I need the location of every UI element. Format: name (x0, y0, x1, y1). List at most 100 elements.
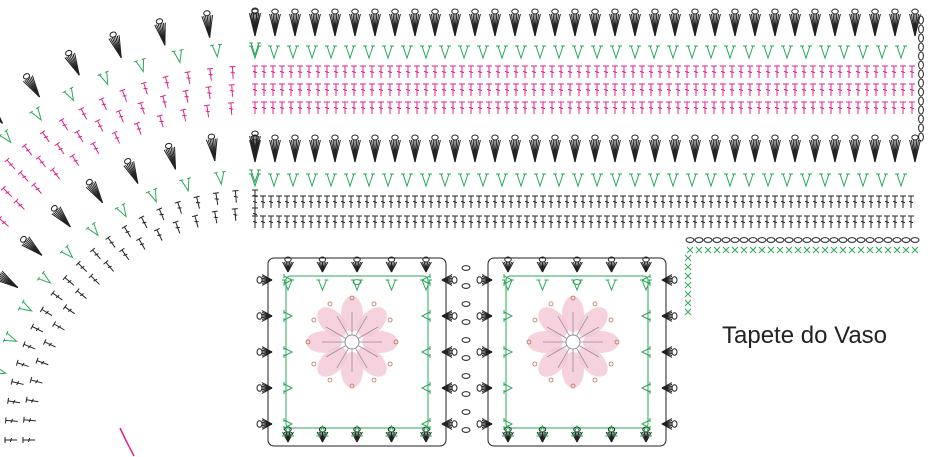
double-crochet-stitch (276, 216, 282, 228)
double-crochet-stitch (868, 216, 874, 228)
cluster-shell-stitch (670, 9, 681, 36)
double-crochet-stitch (53, 321, 66, 332)
double-crochet-stitch (468, 216, 474, 228)
double-crochet-stitch (708, 216, 714, 228)
double-crochet-stitch (836, 196, 842, 208)
double-crochet-stitch (639, 84, 645, 96)
double-crochet-stitch (693, 102, 699, 114)
double-crochet-stitch (16, 360, 29, 369)
double-crochet-stitch (356, 216, 362, 228)
double-crochet-stitch (900, 196, 906, 208)
double-crochet-stitch (138, 102, 148, 115)
v-stitch (553, 46, 565, 58)
double-crochet-stitch (612, 216, 618, 228)
double-crochet-stitch (891, 84, 897, 96)
cluster-shell-stitch (290, 135, 301, 162)
cluster-shell-stitch (257, 311, 272, 322)
double-crochet-stitch (765, 102, 771, 114)
cluster-shell-stitch (590, 135, 601, 162)
double-crochet-stitch (284, 216, 290, 228)
v-stitch (382, 174, 394, 186)
double-crochet-stitch (900, 66, 906, 78)
single-crochet-stitch (867, 247, 873, 253)
double-crochet-stitch (468, 102, 474, 114)
chain-stitch (919, 115, 924, 123)
double-crochet-stitch (844, 216, 850, 228)
single-crochet-stitch (849, 247, 855, 253)
double-crochet-stitch (396, 216, 402, 228)
double-crochet-stitch (548, 196, 554, 208)
cluster-shell-stitch (662, 311, 677, 322)
double-crochet-stitch (711, 66, 717, 78)
double-crochet-stitch (612, 84, 618, 96)
chain-stitch (767, 238, 775, 243)
cluster-shell-stitch (730, 9, 741, 36)
double-crochet-stitch (836, 216, 842, 228)
chain-stitch (713, 238, 721, 243)
double-crochet-stitch (378, 84, 384, 96)
double-crochet-stitch (414, 102, 420, 114)
single-crochet-stitch (741, 247, 747, 253)
double-crochet-stitch (134, 122, 144, 135)
double-crochet-stitch (342, 66, 348, 78)
double-crochet-stitch (204, 105, 212, 118)
cluster-shell-stitch (810, 135, 821, 162)
double-crochet-stitch (70, 154, 82, 167)
double-crochet-stitch (420, 216, 426, 228)
double-crochet-stitch (404, 216, 410, 228)
cluster-shell-stitch (850, 135, 861, 162)
v-stitch (115, 203, 131, 219)
double-crochet-stitch (810, 66, 816, 78)
double-crochet-stitch (891, 102, 897, 114)
v-stitch (537, 280, 549, 290)
double-crochet-stitch (11, 379, 24, 388)
cluster-shell-stitch (154, 18, 171, 47)
cluster-shell-stitch (421, 257, 432, 272)
v-stitch (705, 174, 717, 186)
double-crochet-stitch (702, 102, 708, 114)
cluster-shell-stitch (21, 71, 45, 100)
v-stitch (18, 300, 34, 316)
double-crochet-stitch (756, 216, 762, 228)
granny-square-2 (477, 257, 677, 446)
chain-stitch (919, 25, 924, 33)
double-crochet-stitch (30, 377, 43, 386)
chain-stitch (462, 374, 470, 379)
double-crochet-stitch (486, 84, 492, 96)
double-crochet-stitch (106, 236, 118, 249)
double-crochet-stitch (228, 103, 235, 115)
cluster-shell-stitch (430, 135, 441, 162)
double-crochet-stitch (24, 417, 36, 424)
cluster-shell-stitch (570, 135, 581, 162)
v-stitch (705, 46, 717, 58)
double-crochet-stitch (693, 66, 699, 78)
v-stitch (762, 174, 774, 186)
v-stitch (572, 46, 584, 58)
v-stitch (504, 346, 512, 358)
cluster-shell-stitch (390, 135, 401, 162)
double-crochet-stitch (288, 66, 294, 78)
double-crochet-stitch (576, 66, 582, 78)
double-crochet-stitch (756, 102, 762, 114)
double-crochet-stitch (639, 66, 645, 78)
double-crochet-stitch (636, 196, 642, 208)
double-crochet-stitch (765, 66, 771, 78)
double-crochet-stitch (675, 66, 681, 78)
cluster-shell-stitch (830, 9, 841, 36)
single-crochet-stitch (822, 247, 828, 253)
single-crochet-stitch (840, 247, 846, 253)
double-crochet-stitch (684, 102, 690, 114)
cluster-shell-stitch (470, 9, 481, 36)
double-crochet-stitch (342, 102, 348, 114)
double-crochet-stitch (508, 216, 514, 228)
double-crochet-stitch (504, 102, 510, 114)
flower-motif-1 (306, 296, 398, 388)
double-crochet-stitch (594, 102, 600, 114)
double-crochet-stitch (268, 216, 274, 228)
double-crochet-stitch (380, 196, 386, 208)
double-crochet-stitch (567, 102, 573, 114)
double-crochet-stitch (855, 84, 861, 96)
double-crochet-stitch (316, 216, 322, 228)
double-crochet-stitch (748, 216, 754, 228)
chain-stitch (686, 238, 694, 243)
